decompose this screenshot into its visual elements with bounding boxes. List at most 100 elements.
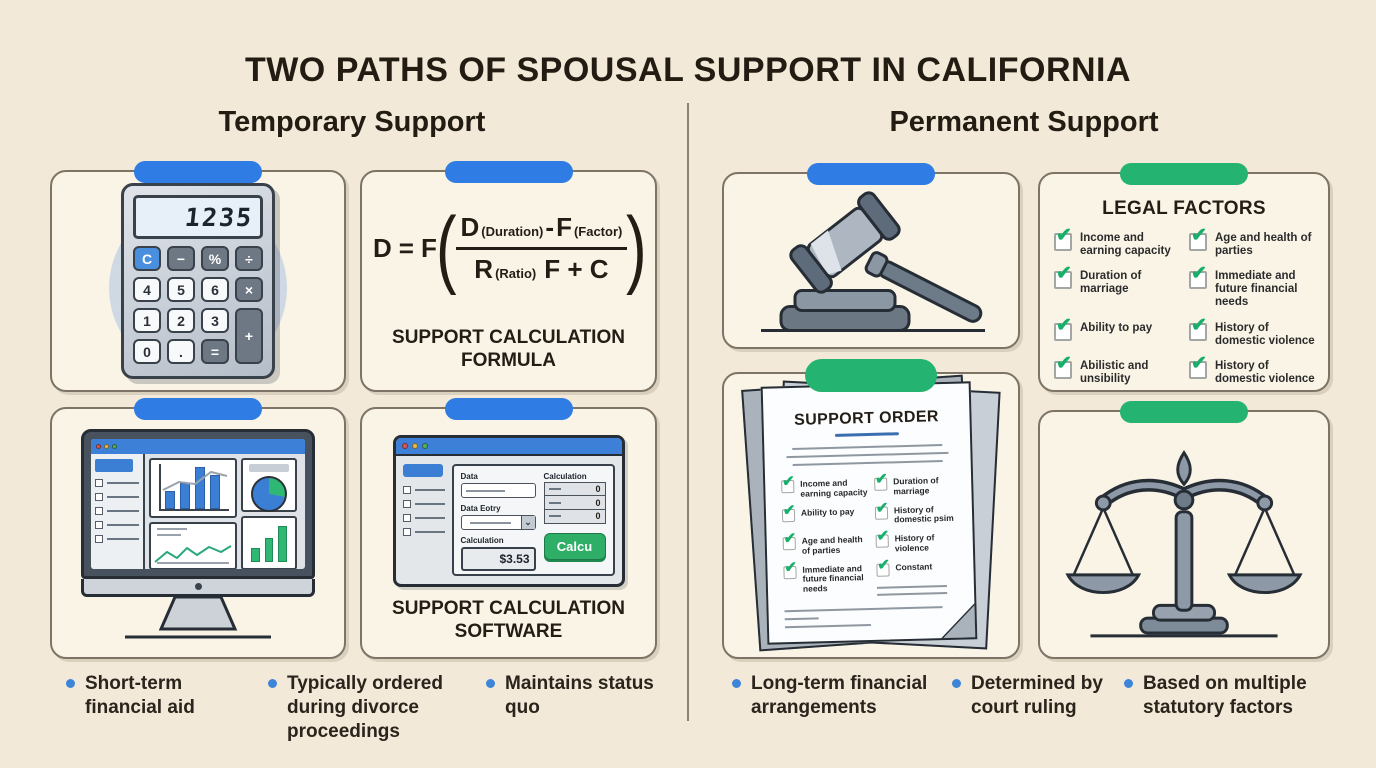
calc-key-divide: ÷: [235, 246, 263, 271]
calculate-button: Calcu: [543, 532, 606, 560]
traffic-light-red-icon: [401, 443, 408, 449]
check-icon: ✔: [1056, 314, 1072, 336]
traffic-light-green-icon: [421, 443, 428, 449]
sidebar-selected-item: [402, 464, 443, 477]
monitor-illustration: [81, 429, 315, 641]
calc-key-0: 0: [133, 339, 161, 364]
bullet-dot-icon: [732, 679, 741, 688]
checkbox-icon: ✔: [875, 528, 889, 548]
checkbox-icon: ✔: [874, 471, 888, 491]
temporary-bullet: Typically ordered during divorce proceed…: [268, 672, 488, 743]
calc-key-clear: C: [133, 246, 161, 271]
temporary-bullet: Short-term financial aid: [66, 672, 261, 720]
permanent-support-header: Permanent Support: [889, 106, 1159, 138]
legal-factor-item: ✔ History of domestic violence: [1189, 314, 1315, 347]
calculator-card: 1235 C − % ÷ 4 5 6 × 1 2 3 + 0 . =: [50, 161, 346, 392]
scales-of-justice-icon: [1065, 449, 1303, 637]
column-divider: [687, 103, 689, 721]
zigzag-line: [154, 545, 232, 563]
data-field-label: Data: [460, 472, 478, 481]
page-fold: [942, 605, 976, 639]
check-icon: ✔: [784, 558, 798, 576]
monitor-logo-dot: [194, 583, 202, 590]
calc-key-plus: +: [235, 308, 263, 364]
calc-key-4: 4: [133, 277, 161, 302]
legal-factors-list: ✔ Income and earning capacity ✔ Age and …: [1040, 220, 1328, 386]
temporary-bullet: Maintains status quo: [486, 672, 661, 720]
permanent-bullet: Based on multiple statutory factors: [1124, 672, 1334, 720]
monitor-stand: [125, 597, 271, 639]
bullet-dot-icon: [1124, 679, 1133, 688]
calculator-illustration: 1235 C − % ÷ 4 5 6 × 1 2 3 + 0 . =: [121, 183, 275, 379]
card-tab-pill: [444, 161, 573, 183]
card-tab-pill: [134, 161, 262, 183]
data-entry-dropdown: ⌄: [460, 515, 536, 530]
bullet-dot-icon: [268, 679, 277, 688]
calculation-field-label: Calculation: [460, 536, 504, 545]
card-tab-pill: [134, 398, 262, 420]
order-factor-item: ✔ Age and health of parties: [782, 529, 863, 556]
close-paren: ): [626, 200, 647, 296]
support-formula: D = F ( D (Duration) - F (Factor) R (Rat…: [373, 200, 647, 296]
check-icon: ✔: [1191, 352, 1207, 374]
permanent-bullet: Determined by court ruling: [952, 672, 1127, 720]
legal-factor-item: ✔ Immediate and future financial needs: [1189, 263, 1298, 309]
checkbox-icon: ✔: [876, 556, 890, 577]
dashboard-monitor-card: [50, 398, 346, 659]
software-window-illustration: Data Data Eotry ⌄ Calculation $3.53 Calc…: [392, 435, 625, 587]
data-input: [460, 483, 536, 498]
monitor-chin: [81, 579, 315, 597]
checkbox-icon: ✔: [1054, 264, 1072, 290]
gavel-card: [722, 163, 1020, 349]
check-icon: ✔: [1056, 225, 1072, 246]
legal-factors-card: LEGAL FACTORS ✔ Income and earning capac…: [1038, 163, 1330, 392]
legal-factor-item: ✔ Age and health of parties: [1189, 225, 1312, 258]
check-icon: ✔: [1191, 314, 1207, 336]
checkbox-icon: ✔: [874, 499, 889, 520]
order-factor-item: ✔ Ability to pay: [781, 501, 871, 528]
legal-factor-item: ✔ History of domestic violence: [1189, 352, 1315, 385]
gavel-icon: [761, 190, 985, 332]
check-icon: ✔: [874, 470, 888, 488]
order-factor-item: ✔ Income and earning capacity: [781, 472, 868, 499]
calc-key-percent: %: [201, 246, 229, 271]
software-caption: SUPPORT CALCULATION SOFTWARE: [392, 597, 625, 642]
support-order-title: SUPPORT ORDER: [793, 408, 940, 429]
bullet-dot-icon: [952, 679, 961, 688]
support-order-card: SUPPORT ORDER ✔ Income and earning capac…: [722, 359, 1020, 659]
pie-chart-panel: [241, 458, 297, 512]
calculation-amount-field: $3.53: [460, 547, 536, 571]
order-factor-item: ✔ History of violence: [875, 527, 935, 554]
order-factor-item: ✔ History of domestic psim: [874, 499, 954, 525]
window-titlebar: [91, 439, 305, 454]
checkbox-icon: ✔: [781, 501, 796, 522]
check-icon: ✔: [781, 472, 795, 491]
calc-key-6: 6: [201, 277, 229, 302]
order-factor-item: ✔ Duration of marriage: [874, 470, 939, 497]
traffic-light-red-icon: [96, 444, 101, 449]
calc-key-decimal: .: [167, 339, 195, 364]
legal-factor-item: ✔ Duration of marriage: [1054, 263, 1142, 296]
checkbox-icon: ✔: [1054, 316, 1072, 341]
traffic-light-yellow-icon: [104, 444, 109, 449]
calc-key-1: 1: [133, 308, 161, 333]
calc-key-equals: =: [201, 339, 229, 364]
calc-key-multiply: ×: [235, 277, 263, 302]
order-factor-item: ✔ Constant: [876, 556, 966, 600]
traffic-light-yellow-icon: [411, 443, 418, 449]
permanent-bullet: Long-term financial arrangements: [732, 672, 944, 720]
card-tab-pill: [807, 163, 935, 185]
dashboard-sidebar: [91, 454, 145, 569]
support-order-checklist: ✔ Income and earning capacity ✔ Duration…: [765, 467, 974, 603]
green-bar-chart-panel: [241, 516, 297, 569]
check-icon: ✔: [783, 529, 797, 548]
calc-key-3: 3: [201, 308, 229, 333]
bullet-dot-icon: [486, 679, 495, 688]
calc-key-5: 5: [167, 277, 195, 302]
order-factor-item: ✔ Immediate and future financial needs: [783, 558, 864, 594]
check-icon: ✔: [1056, 352, 1072, 374]
formula-card: D = F ( D (Duration) - F (Factor) R (Rat…: [360, 161, 657, 392]
data-entry-label: Data Eotry: [460, 504, 501, 513]
card-tab-pill: [805, 359, 937, 392]
